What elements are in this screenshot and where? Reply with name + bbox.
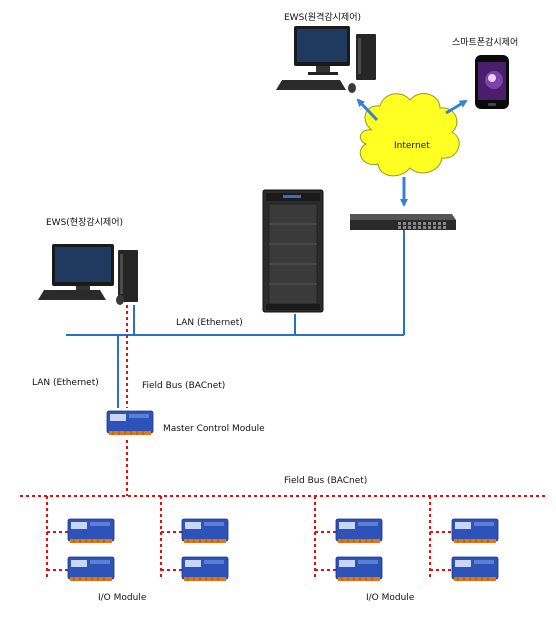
io-module [451, 518, 499, 544]
io-module-group-left [67, 518, 229, 582]
internet-cloud [359, 93, 460, 177]
fieldbus-bottom-label: Field Bus (BACnet) [284, 476, 368, 486]
smartphone-label: 스마트폰감시제어 [452, 38, 519, 48]
remote-ews-computer [276, 26, 376, 93]
lan-top-label: LAN (Ethernet) [176, 318, 243, 328]
fieldbus-lines [20, 305, 548, 580]
smartphone-device [475, 55, 509, 109]
io-module-right-label: I/O Module [366, 593, 415, 603]
master-module-label: Master Control Module [163, 424, 265, 434]
io-module [67, 556, 115, 582]
lan-lines [66, 228, 405, 408]
fieldbus-top-label: Field Bus (BACnet) [142, 381, 226, 391]
io-module [67, 518, 115, 544]
io-module-left-label: I/O Module [98, 593, 147, 603]
server-rack [262, 189, 324, 313]
io-module [451, 556, 499, 582]
internet-label: Internet [394, 141, 430, 151]
ews-remote-label: EWS(원격감시제어) [284, 13, 362, 23]
network-switch [350, 214, 456, 230]
io-module [335, 556, 383, 582]
io-module [181, 518, 229, 544]
io-module [181, 556, 229, 582]
lan-left-label: LAN (Ethernet) [32, 378, 99, 388]
local-ews-computer [38, 244, 138, 305]
ews-local-label: EWS(현장감시제어) [46, 218, 124, 228]
io-module [335, 518, 383, 544]
io-module-group-right [335, 518, 499, 582]
internet-arrows [356, 98, 468, 207]
master-control-module [106, 410, 154, 436]
